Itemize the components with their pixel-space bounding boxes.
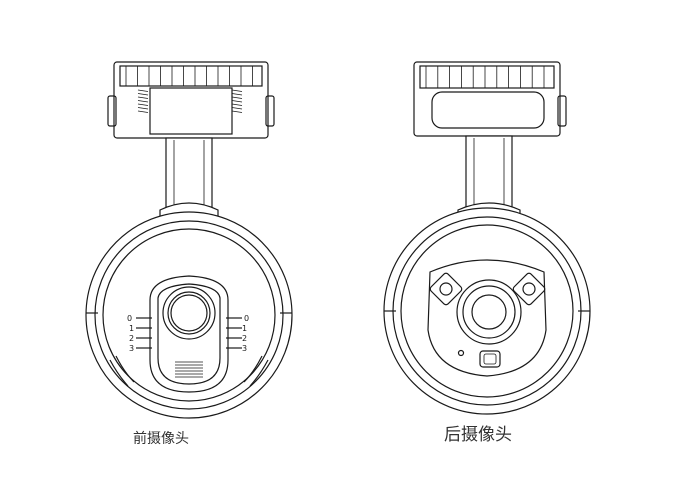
front-scale-right-2: 2 bbox=[242, 334, 247, 343]
front-camera-caption: 前摄像头 bbox=[133, 431, 189, 447]
rear-mount bbox=[413, 61, 567, 137]
front-neck bbox=[159, 137, 219, 223]
front-scale-right-3: 3 bbox=[242, 344, 247, 353]
rear-camera-drawing bbox=[383, 61, 591, 415]
front-scale-left-0: 0 bbox=[127, 314, 132, 323]
front-scale-left-3: 3 bbox=[129, 344, 134, 353]
front-camera-drawing: 0 1 2 3 0 1 2 3 bbox=[85, 61, 293, 419]
front-scale-right-0: 0 bbox=[244, 314, 249, 323]
rear-head bbox=[383, 207, 591, 415]
rear-camera-caption: 后摄像头 bbox=[444, 425, 512, 445]
front-scale-left-1: 1 bbox=[129, 324, 134, 333]
front-head bbox=[85, 211, 293, 419]
front-scale-left-2: 2 bbox=[129, 334, 134, 343]
front-scale-right-1: 1 bbox=[242, 324, 247, 333]
front-mount bbox=[107, 61, 275, 139]
